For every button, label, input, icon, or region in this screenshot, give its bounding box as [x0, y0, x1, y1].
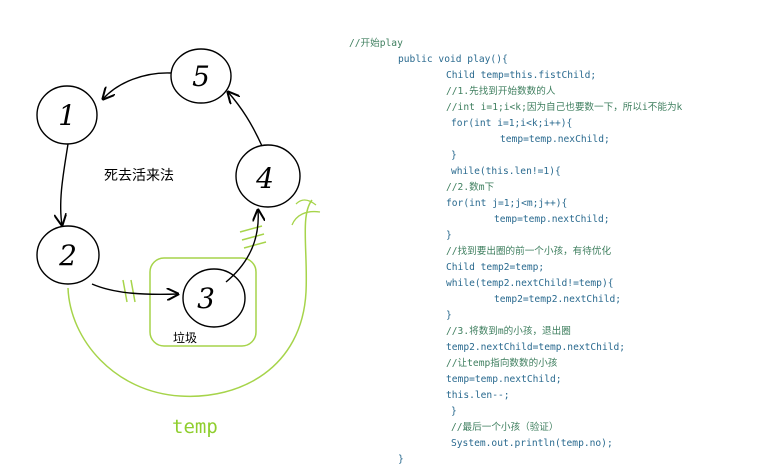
arrow-1-to-2	[61, 143, 69, 225]
code-line: temp=temp.nexChild;	[500, 134, 610, 145]
code-line: }	[446, 230, 452, 241]
code-line: //3.将数到m的小孩，退出圈	[446, 326, 571, 337]
arrow-4-to-5	[228, 92, 263, 147]
code-line: for(int i=1;i<k;i++){	[451, 118, 573, 129]
node-4: 4	[235, 144, 301, 208]
arrow-5-to-1	[103, 72, 172, 99]
node-1-label: 1	[58, 99, 76, 132]
code-line: while(this.len!=1){	[451, 166, 561, 177]
code-line: }	[446, 310, 452, 321]
code-line: temp=temp.nextChild;	[494, 214, 610, 225]
code-line: }	[398, 454, 404, 465]
node-2: 2	[36, 225, 100, 285]
temp-pointer-curve	[67, 199, 313, 398]
code-line: //最后一个小孩（验证）	[451, 422, 559, 433]
node-1: 1	[36, 85, 98, 145]
temp-pointer-tip	[291, 199, 321, 226]
code-line: //1.先找到开始数数的人	[446, 86, 556, 97]
code-line: //找到要出圈的前一个小孩，有待优化	[446, 246, 612, 257]
code-line: //int i=1;i<k;因为自己也要数一下，所以i不能为k	[446, 102, 683, 113]
code-line: temp2.nextChild=temp.nextChild;	[446, 342, 626, 353]
code-line: }	[451, 406, 457, 417]
node-3-label: 3	[197, 282, 215, 315]
node-3: 3	[182, 268, 246, 328]
code-line: //让temp指向数数的小孩	[446, 358, 558, 369]
code-line: this.len--;	[446, 390, 510, 401]
temp-label: temp	[172, 416, 218, 438]
garbage-label: 垃圾	[173, 330, 197, 345]
code-line: while(temp2.nextChild!=temp){	[446, 278, 614, 289]
node-5-label: 5	[192, 60, 210, 93]
arrow-2-to-3	[91, 283, 178, 294]
code-line: //开始play	[349, 38, 403, 49]
code-line: Child temp2=temp;	[446, 262, 545, 273]
method-label: 死去活来法	[104, 168, 174, 184]
code-line: public void play(){	[398, 54, 508, 65]
cut-mark-2-3	[122, 279, 136, 303]
node-4-label: 4	[255, 162, 274, 195]
garbage-box	[149, 257, 257, 347]
code-line: Child temp=this.fistChild;	[446, 70, 597, 81]
arrow-3-to-4	[225, 210, 258, 283]
node-2-label: 2	[58, 239, 77, 272]
code-line: temp=temp.nextChild;	[446, 374, 562, 385]
node-5: 5	[170, 48, 232, 104]
code-line: }	[451, 150, 457, 161]
code-line: System.out.println(temp.no);	[451, 438, 613, 449]
code-line: temp2=temp2.nextChild;	[494, 294, 622, 305]
code-line: for(int j=1;j<m;j++){	[446, 198, 568, 209]
code-line: //2.数m下	[446, 182, 495, 193]
